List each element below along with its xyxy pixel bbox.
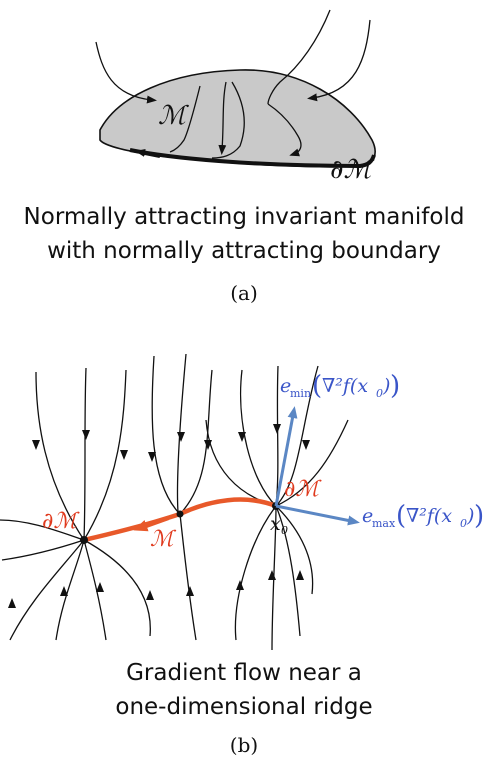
svg-text:e: e [280,375,291,397]
panel-b: ∂ℳ ∂ℳ ℳ x 0 e min ( ∇²f(x 0 ) ) e max ( … [0,353,484,757]
svg-text:): ) [382,375,390,397]
flow-line-b12 [275,419,349,507]
flow-line-b6 [179,369,213,515]
e-max-arrow [275,504,360,526]
flow-line-b22 [275,505,314,595]
flow-line-b21 [275,505,301,637]
svg-text:): ) [390,371,400,401]
flow-arrowheads [8,424,310,608]
ridge-arrow [133,515,169,532]
caption-a-line2: with normally attracting boundary [47,238,441,264]
svg-text:(: ( [396,501,406,531]
e-min-label: e min ( ∇²f(x 0 ) ) [280,371,400,401]
flow-line-b16 [83,539,107,641]
svg-text:0: 0 [460,517,467,530]
flow-line-b8 [1,539,85,561]
boundary-arrow [135,149,161,158]
x0-label: x 0 [270,513,288,537]
boundary-label-left: ∂ℳ [42,509,80,534]
flow-line-b2 [83,367,87,541]
flow-line-b3 [83,369,127,541]
flow-line-b14 [9,539,85,641]
manifold-boundary [129,148,376,169]
manifold-label-b: ℳ [150,527,177,552]
flow-line-a2 [307,19,371,102]
svg-text:max: max [372,517,396,530]
flow-line-a3 [267,9,331,105]
svg-text:min: min [290,387,311,400]
flow-line-a6 [211,81,245,159]
manifold-label-a: ℳ [158,101,189,131]
flow-line-b9 [239,369,277,507]
panel-a-tag: (a) [230,281,258,305]
svg-text:0: 0 [376,387,383,400]
flow-line-b5 [176,353,187,513]
flow-line-b18 [179,513,197,641]
flow-line-b17 [83,539,151,637]
panel-a: ℳ ∂ℳ Normally attracting invariant manif… [24,9,465,305]
left-boundary-point [80,536,88,544]
flow-line-b7 [0,519,85,541]
svg-text:): ) [474,501,484,531]
caption-a-line1: Normally attracting invariant manifold [24,204,465,230]
flow-line-a4 [267,103,302,157]
flow-line-b10 [275,365,279,507]
svg-text:): ) [466,505,474,527]
e-max-label: e max ( ∇²f(x 0 ) ) [362,501,484,531]
mid-ridge-point [176,510,184,518]
caption-b-line2: one-dimensional ridge [115,694,372,720]
svg-text:e: e [362,505,373,527]
boundary-label-right: ∂ℳ [284,477,322,502]
flow-line-b1 [35,371,85,541]
svg-text:∇²f(x: ∇²f(x [322,375,368,397]
e-min-arrow [274,406,298,507]
svg-text:∇²f(x: ∇²f(x [406,505,452,527]
flow-line-b4 [151,355,179,513]
boundary-label-a: ∂ℳ [330,155,374,185]
panel-b-tag: (b) [230,733,258,757]
flow-line-a7 [169,85,201,153]
flow-line-b19 [234,505,277,641]
flow-line-b15 [55,539,85,641]
flow-line-a5 [218,81,227,155]
flow-line-b20 [271,505,277,651]
svg-text:0: 0 [281,524,288,537]
flow-line-b11 [275,365,319,507]
caption-b-line1: Gradient flow near a [126,660,362,686]
svg-text:(: ( [312,371,322,401]
flow-line-a1 [95,41,157,104]
svg-text:x: x [270,513,281,535]
